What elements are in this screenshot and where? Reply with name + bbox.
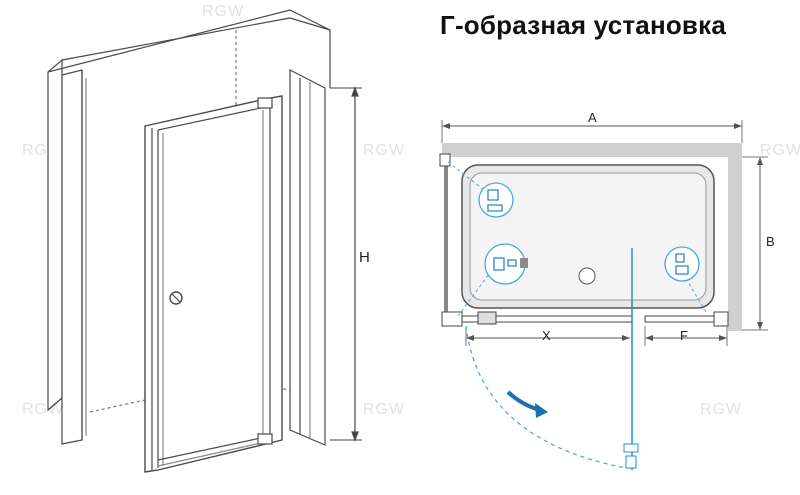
side-bracket-detail-icon [664,246,700,282]
dimension-f-label: F [680,328,688,343]
height-label: H [359,249,370,266]
plan-view [439,120,768,470]
door-swing-arc [465,325,627,469]
side-bracket-glyph [675,253,689,275]
dimension-x-label: X [542,328,551,343]
wall-bottom [47,397,63,411]
height-arrow-top [351,86,359,97]
swing-arrow-head-icon [535,403,548,418]
watermark: RGW [22,401,64,418]
dimension-x-arrow-left [466,335,474,341]
dimension-f-arrow-right [719,335,727,341]
watermark: RGW [363,142,405,159]
hinge-detail-icon [484,243,526,285]
wall-top-edge [47,9,331,73]
back-wall [442,143,742,157]
dimension-a-arrow-left [442,123,450,129]
wall-bracket-right-icon [713,311,729,327]
left-wall-edge [47,58,63,412]
bottom-hinge-icon [257,433,273,445]
dimension-a-label: A [588,110,597,125]
door-handle-stem [171,293,181,303]
watermark: RGW [760,142,800,159]
tray-inner [469,172,707,301]
watermark: RGW [363,401,405,418]
hinge-plan-icon [477,311,497,325]
hinge-block [520,258,528,268]
right-wall-top [289,17,331,88]
hinge-glyph [493,257,517,271]
wall-top-inner [61,17,291,61]
left-profile [61,69,83,445]
swing-direction-arrow [506,390,541,412]
drain-icon [578,267,596,285]
wall-profile-glyph [487,189,503,212]
wall-bracket-top-icon [439,153,451,167]
open-door-hinge-icon [623,443,639,453]
height-arrow-bottom [351,431,359,442]
page-title: Г-образная установка [440,10,726,40]
door-bottom-profile [157,435,271,461]
perspective-view [47,9,362,473]
door-top-profile [157,105,271,131]
dimension-a-arrow-right [734,123,742,129]
dimension-b-arrow-bottom [757,322,763,330]
open-door-handle-icon [625,455,637,469]
door-frame [144,95,283,473]
dimension-x-arrow-right [622,335,630,341]
left-fixed-glass [444,162,448,318]
right-wall [289,69,326,446]
side-wall [728,143,742,331]
dimension-b-arrow-top [757,157,763,165]
door-bottom-inner [157,440,271,467]
callout-line-bracket [447,161,485,191]
dimension-b-label: B [766,234,775,249]
dimension-f-arrow-left [645,335,653,341]
top-hinge-icon [257,97,273,109]
watermark: RGW [202,3,244,20]
watermark: RGW [700,401,742,418]
